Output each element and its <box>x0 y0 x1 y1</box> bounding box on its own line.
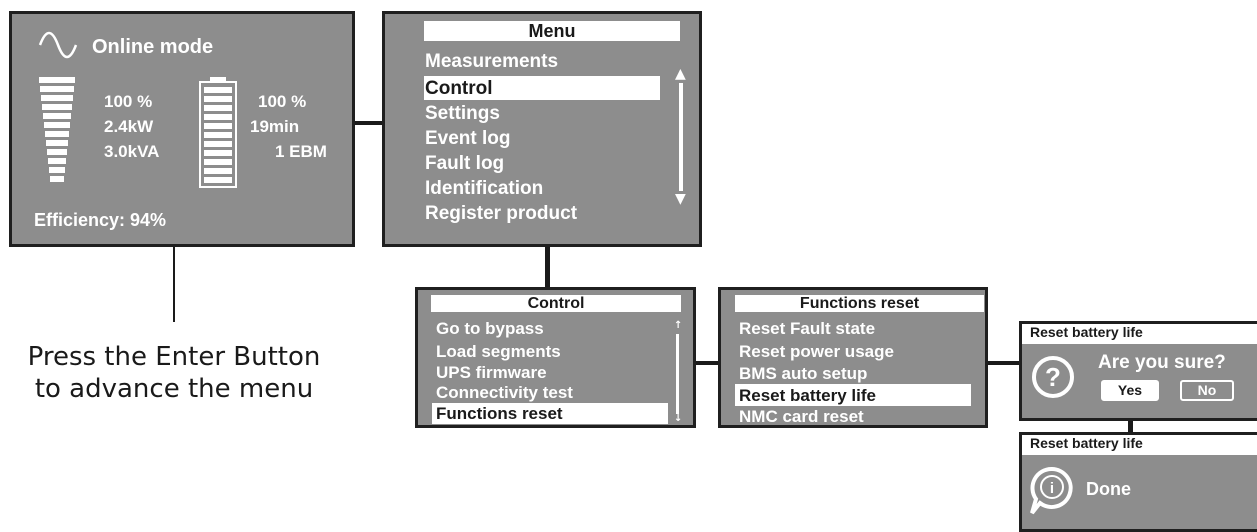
functions-item-bms-auto-setup[interactable]: BMS auto setup <box>739 364 868 383</box>
control-selection-highlight <box>432 403 668 424</box>
functions-item-nmc-card-reset[interactable]: NMC card reset <box>739 407 864 426</box>
menu-item-identification[interactable]: Identification <box>425 178 544 199</box>
svg-text:i: i <box>1050 480 1054 497</box>
functions-item-reset-battery-life[interactable]: Reset battery life <box>739 386 876 405</box>
functions-item-reset-fault-state[interactable]: Reset Fault state <box>739 319 876 338</box>
control-scrollbar[interactable] <box>676 334 679 414</box>
menu-title: Menu <box>424 21 680 41</box>
functions-reset-title: Functions reset <box>735 295 984 312</box>
connector-dialog-done <box>1128 420 1133 434</box>
connector-home-caption <box>173 244 175 322</box>
info-icon: i <box>1030 466 1073 515</box>
done-dialog-title: Reset battery life <box>1022 435 1257 455</box>
done-dialog: Reset battery life i Done <box>1019 432 1257 532</box>
control-scroll-down-icon[interactable]: ↓ <box>674 413 683 424</box>
menu-item-measurements[interactable]: Measurements <box>425 51 559 72</box>
menu-item-control[interactable]: Control <box>425 78 493 99</box>
menu-item-register-product[interactable]: Register product <box>425 203 578 224</box>
confirm-dialog-title: Reset battery life <box>1022 324 1257 344</box>
control-item-go-to-bypass[interactable]: Go to bypass <box>436 319 544 338</box>
caption: Press the Enter Button to advance the me… <box>4 342 344 405</box>
scroll-up-icon[interactable]: ▲ <box>675 66 686 82</box>
battery-percent: 100 % <box>258 92 307 111</box>
load-kva: 3.0kVA <box>104 142 160 161</box>
menu-item-settings[interactable]: Settings <box>425 103 500 124</box>
no-button[interactable]: No <box>1180 380 1234 401</box>
done-message: Done <box>1086 479 1131 499</box>
connector-menu-control <box>545 245 550 289</box>
control-screen: Control Go to bypass Load segments UPS f… <box>415 287 696 428</box>
yes-button[interactable]: Yes <box>1101 380 1159 401</box>
scroll-down-icon[interactable]: ▼ <box>675 191 686 207</box>
battery-icon <box>199 77 237 188</box>
control-scroll-up-icon[interactable]: ↑ <box>674 320 683 331</box>
confirm-dialog: Reset battery life ? Are you sure? Yes N… <box>1019 321 1257 421</box>
control-title: Control <box>431 295 681 312</box>
home-screen: Online mode 100 % 2.4kW 3.0kVA <box>9 11 355 247</box>
control-item-functions-reset[interactable]: Functions reset <box>436 404 563 423</box>
menu-item-event-log[interactable]: Event log <box>425 128 511 149</box>
menu-scrollbar[interactable] <box>679 83 683 191</box>
control-item-connectivity-test[interactable]: Connectivity test <box>436 383 573 402</box>
functions-reset-screen: Functions reset Reset Fault state Reset … <box>718 287 988 428</box>
control-item-ups-firmware[interactable]: UPS firmware <box>436 363 547 382</box>
connector-control-functions <box>693 361 720 365</box>
svg-text:?: ? <box>1045 362 1061 392</box>
connector-home-menu <box>352 121 385 125</box>
functions-selection-highlight <box>735 384 971 406</box>
control-item-load-segments[interactable]: Load segments <box>436 342 561 361</box>
question-icon: ? <box>1032 356 1074 398</box>
caption-line-1: Press the Enter Button <box>27 342 321 372</box>
battery-runtime: 19min <box>250 117 300 136</box>
menu-screen: Menu Measurements Control Settings Event… <box>382 11 702 247</box>
efficiency-label: Efficiency: 94% <box>34 210 167 230</box>
connector-functions-dialog <box>985 361 1021 365</box>
functions-item-reset-power-usage[interactable]: Reset power usage <box>739 342 894 361</box>
load-bars-icon <box>39 77 75 182</box>
menu-item-fault-log[interactable]: Fault log <box>425 153 505 174</box>
confirm-question: Are you sure? <box>1098 352 1226 373</box>
menu-selection-highlight <box>424 76 660 100</box>
caption-line-2: to advance the menu <box>34 373 314 404</box>
sine-wave-icon <box>38 31 78 59</box>
mode-label: Online mode <box>92 36 214 58</box>
load-percent: 100 % <box>104 92 153 111</box>
battery-ebm: 1 EBM <box>275 142 327 161</box>
load-kw: 2.4kW <box>104 117 154 136</box>
